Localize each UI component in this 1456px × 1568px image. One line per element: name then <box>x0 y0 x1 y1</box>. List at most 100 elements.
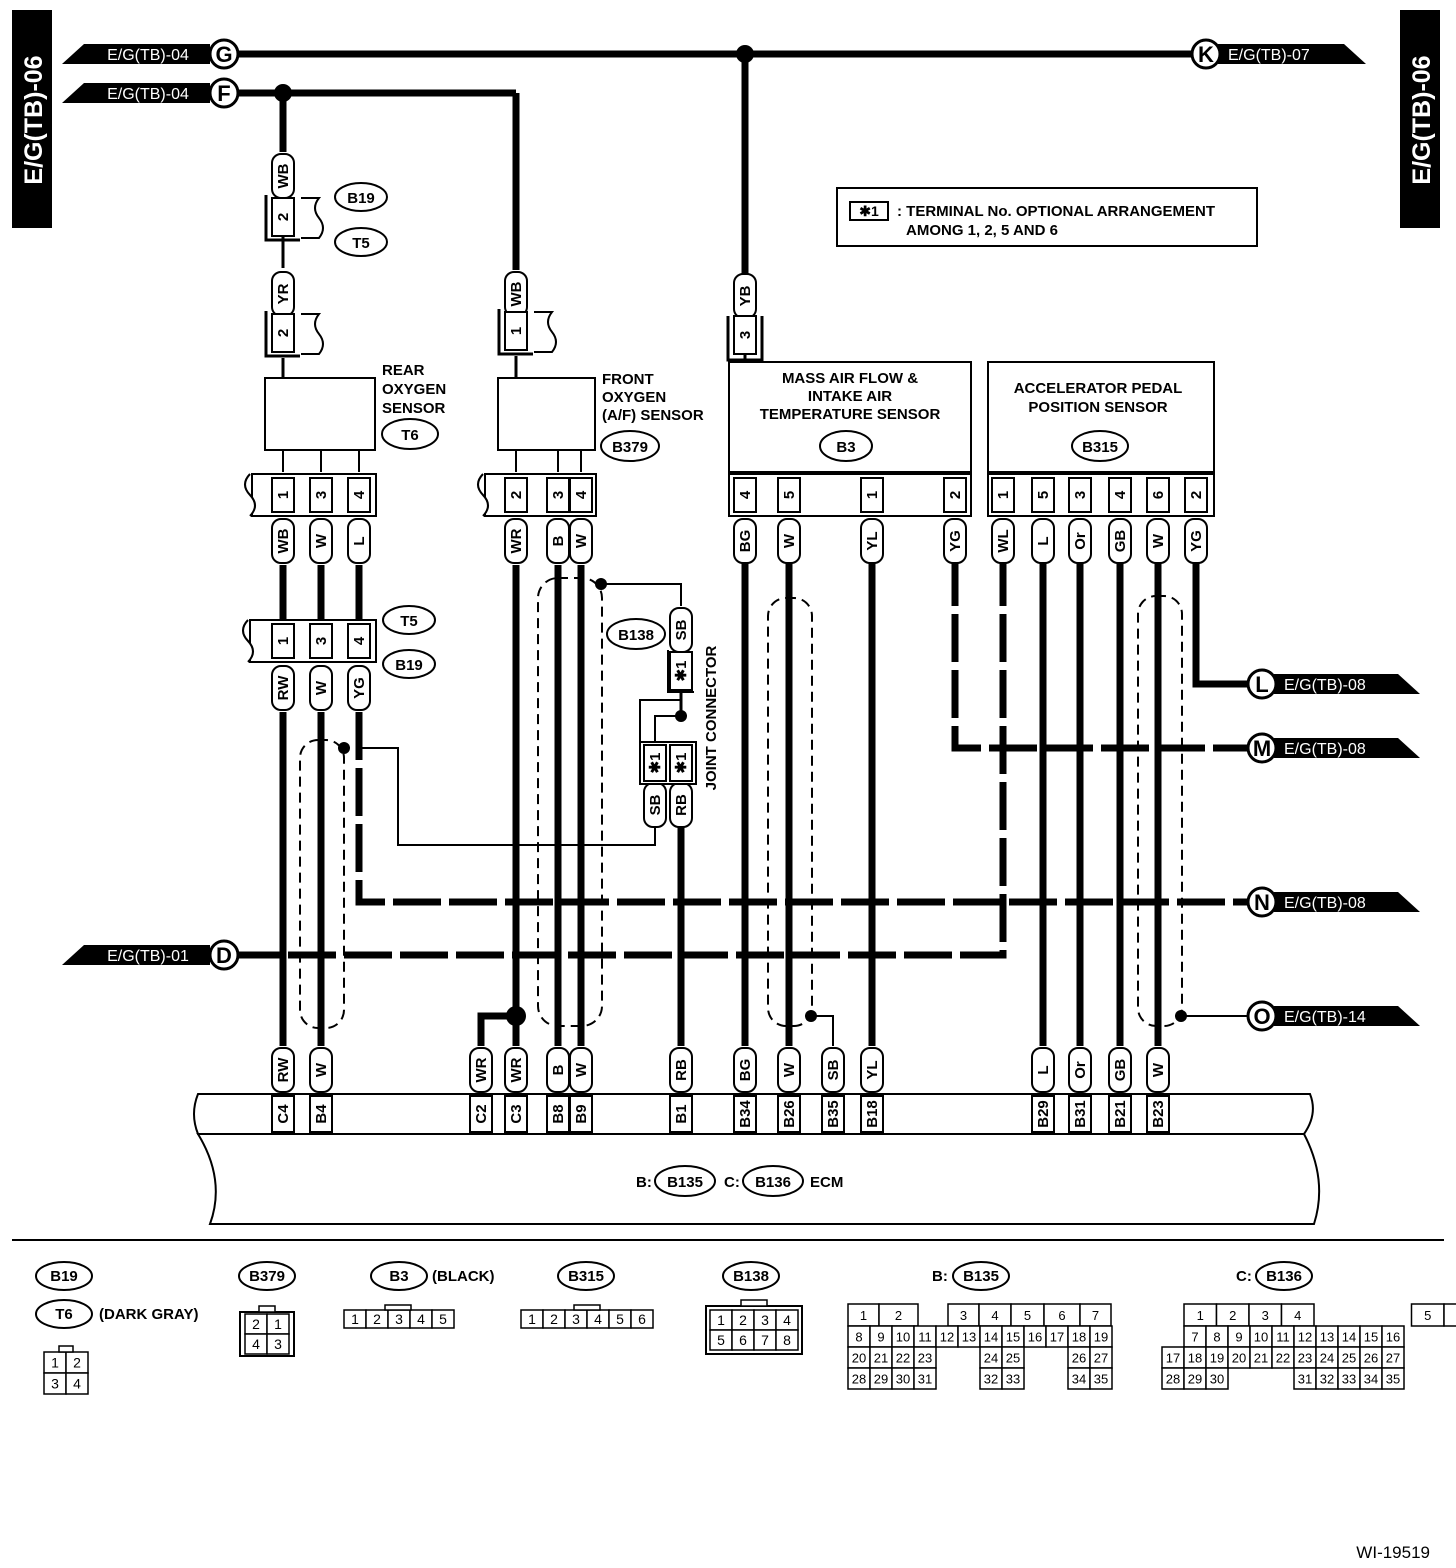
svg-text:B3: B3 <box>389 1268 408 1285</box>
svg-text:L: L <box>1035 1065 1052 1074</box>
ecm-pin-b35: B35 <box>821 1095 845 1133</box>
svg-text:1: 1 <box>275 637 292 645</box>
svg-text:YL: YL <box>864 531 881 550</box>
legend-b136: B136 <box>1255 1261 1313 1291</box>
svg-text:3: 3 <box>737 331 754 339</box>
svg-text:7: 7 <box>761 1332 769 1348</box>
svg-text:FRONT: FRONT <box>602 371 654 388</box>
svg-text:B: B <box>550 1064 567 1075</box>
svg-text:6: 6 <box>1058 1308 1065 1323</box>
joint-connector-label: JOINT CONNECTOR <box>703 645 720 790</box>
svg-text:8: 8 <box>855 1330 862 1345</box>
svg-text:✱1: ✱1 <box>647 753 664 774</box>
svg-text:B19: B19 <box>50 1268 78 1285</box>
wire-tag-w: W <box>1146 1047 1170 1093</box>
svg-text:2: 2 <box>275 329 292 337</box>
svg-text:SB: SB <box>825 1059 842 1080</box>
svg-text:2: 2 <box>73 1355 81 1371</box>
wire-tag-wb: WB <box>504 271 528 317</box>
svg-text:TEMPERATURE SENSOR: TEMPERATURE SENSOR <box>760 406 941 423</box>
svg-text:5: 5 <box>1024 1308 1031 1323</box>
svg-text:C:: C: <box>724 1174 740 1191</box>
legend-t6: T6 <box>35 1299 93 1329</box>
wire-tag-w: W <box>1146 518 1170 564</box>
svg-text:1: 1 <box>717 1312 725 1328</box>
svg-text:3: 3 <box>51 1376 59 1392</box>
svg-text:30: 30 <box>896 1372 910 1387</box>
ecm-pin-b21: B21 <box>1108 1095 1132 1133</box>
ecm-pin-c3: C3 <box>504 1095 528 1133</box>
svg-text:7: 7 <box>1191 1330 1198 1345</box>
svg-text:32: 32 <box>984 1372 998 1387</box>
svg-text:E/G(TB)-06: E/G(TB)-06 <box>20 55 48 184</box>
svg-text:WL: WL <box>995 529 1012 552</box>
ecm-pin-c4: C4 <box>271 1095 295 1133</box>
svg-text:20: 20 <box>1232 1351 1246 1366</box>
svg-text:E/G(TB)-08: E/G(TB)-08 <box>1284 677 1366 694</box>
svg-text:2: 2 <box>252 1316 260 1332</box>
offpage-l: E/G(TB)-08L <box>1246 668 1420 700</box>
ecm-pin-b23: B23 <box>1146 1095 1170 1133</box>
svg-text:1: 1 <box>1197 1308 1204 1323</box>
svg-text:2: 2 <box>1188 491 1205 499</box>
wire-tag-wr: WR <box>504 1047 528 1093</box>
svg-text:N: N <box>1254 890 1270 915</box>
wire-tag-w: W <box>309 518 333 564</box>
svg-text:B:: B: <box>636 1174 652 1191</box>
svg-text:✱1: ✱1 <box>673 661 690 682</box>
svg-text:B315: B315 <box>1082 439 1118 456</box>
ecm-pin-b26: B26 <box>777 1095 801 1133</box>
wire-tag-l: L <box>1031 1047 1055 1093</box>
svg-text:3: 3 <box>1262 1308 1269 1323</box>
svg-text:E/G(TB)-08: E/G(TB)-08 <box>1284 895 1366 912</box>
svg-text:9: 9 <box>877 1330 884 1345</box>
svg-text:4: 4 <box>73 1376 81 1392</box>
svg-text:33: 33 <box>1342 1372 1356 1387</box>
svg-text:16: 16 <box>1386 1330 1400 1345</box>
svg-text:RW: RW <box>275 675 292 701</box>
wire-tag-b: B <box>546 1047 570 1093</box>
wire-tag-rw: RW <box>271 1047 295 1093</box>
side-tab-left: E/G(TB)-06 <box>12 10 52 228</box>
svg-text:GB: GB <box>1112 530 1129 553</box>
wire-tag-sb: SB <box>643 782 667 828</box>
svg-text:14: 14 <box>1342 1330 1356 1345</box>
svg-text:6: 6 <box>1150 491 1167 499</box>
svg-text:W: W <box>573 1062 590 1077</box>
svg-text:GB: GB <box>1112 1059 1129 1082</box>
svg-text:B31: B31 <box>1072 1100 1089 1128</box>
svg-text:(A/F) SENSOR: (A/F) SENSOR <box>602 407 704 424</box>
svg-text:24: 24 <box>984 1351 998 1366</box>
svg-text:23: 23 <box>918 1351 932 1366</box>
svg-text:33: 33 <box>1006 1372 1020 1387</box>
svg-text:YG: YG <box>947 530 964 552</box>
svg-text:C3: C3 <box>508 1104 525 1123</box>
legend-b315: B315 <box>557 1261 615 1291</box>
wire-tag-w: W <box>309 665 333 711</box>
svg-text:1: 1 <box>528 1311 536 1327</box>
svg-text:4: 4 <box>351 636 368 645</box>
svg-text:4: 4 <box>1294 1308 1301 1323</box>
wire-tag-wl: WL <box>991 518 1015 564</box>
svg-text:Or: Or <box>1072 532 1089 550</box>
svg-text:ACCELERATOR PEDAL: ACCELERATOR PEDAL <box>1014 380 1183 397</box>
svg-text:WB: WB <box>275 528 292 553</box>
wire-tag-yg: YG <box>1184 518 1208 564</box>
svg-text:WB: WB <box>275 163 292 188</box>
svg-text:11: 11 <box>918 1330 932 1345</box>
offpage-n: E/G(TB)-08 N <box>1246 886 1420 918</box>
svg-text:✱1: ✱1 <box>673 753 690 774</box>
svg-text:34: 34 <box>1072 1372 1086 1387</box>
svg-text:5: 5 <box>781 491 798 499</box>
svg-text:4: 4 <box>1112 490 1129 499</box>
svg-text:29: 29 <box>1188 1372 1202 1387</box>
wire-tag-sb: SB <box>821 1047 845 1093</box>
connector-pin-2: 2 <box>264 311 324 358</box>
svg-text:E/G(TB)-04: E/G(TB)-04 <box>107 86 189 103</box>
legend-b138: B138 <box>722 1261 780 1291</box>
